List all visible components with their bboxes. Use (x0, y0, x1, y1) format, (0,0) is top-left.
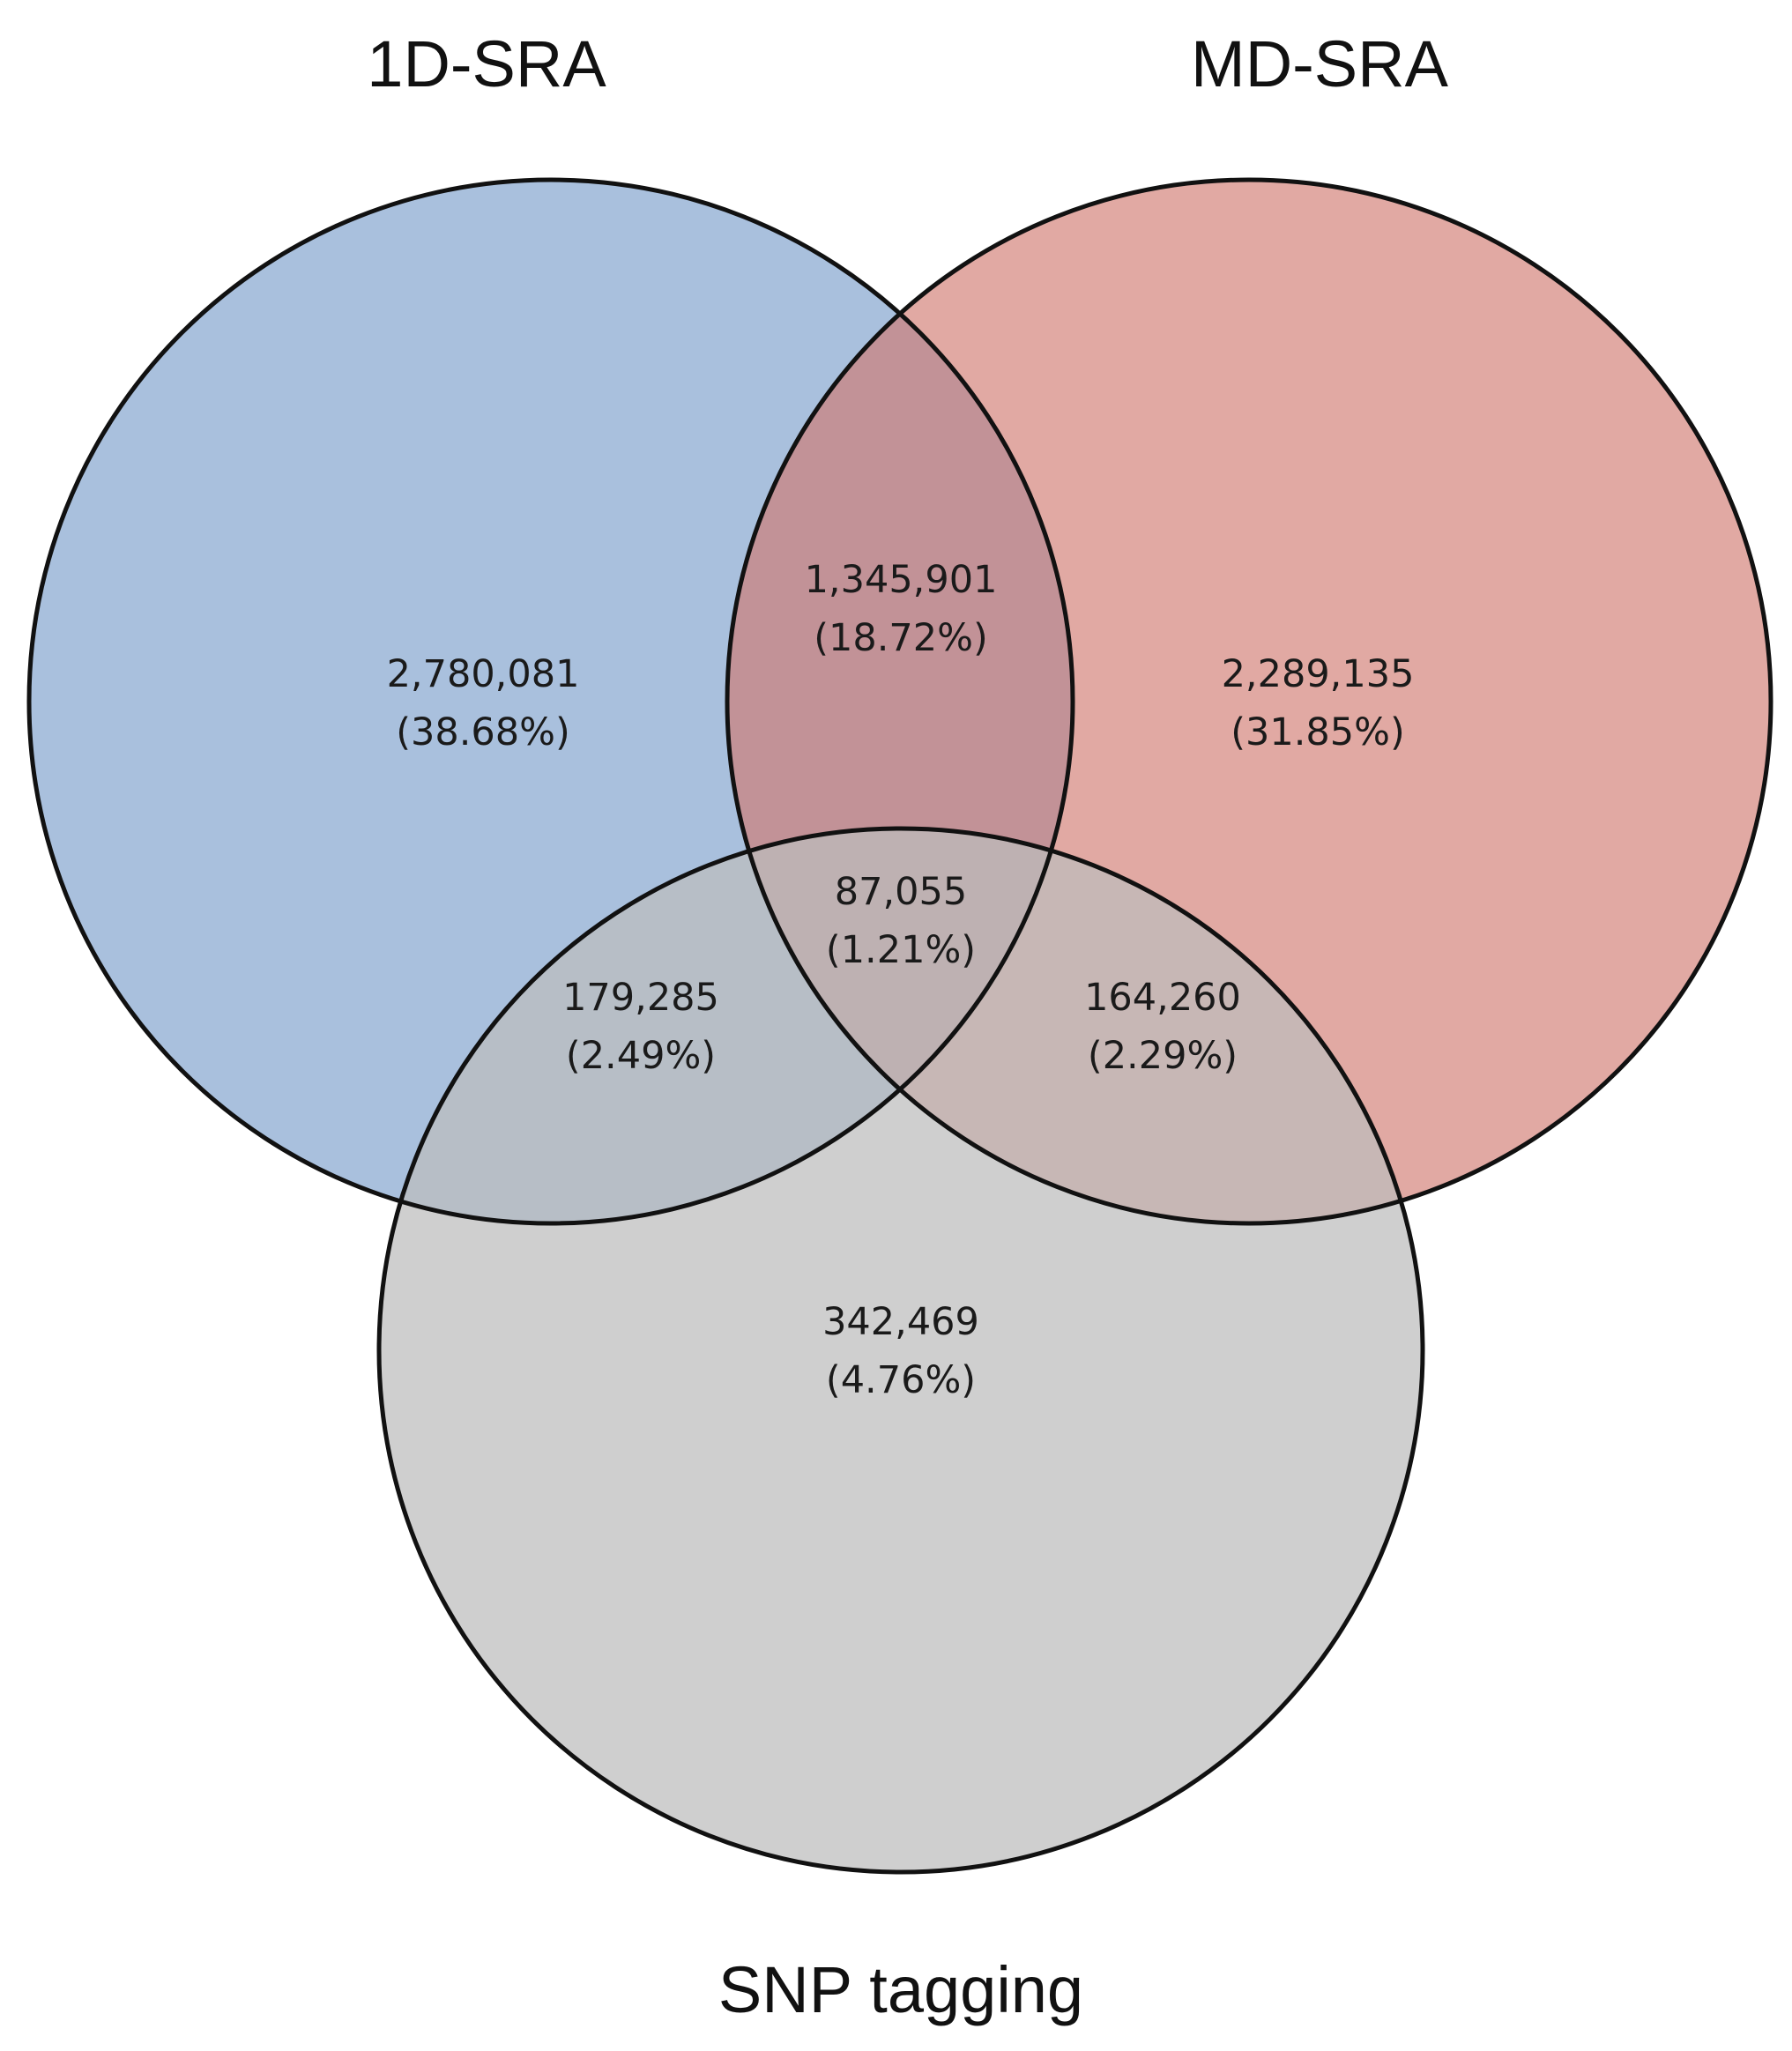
region-count: 2,289,135 (1222, 652, 1415, 696)
region-all-overlap: 87,055 (1.21%) (826, 870, 976, 972)
region-1d-snp-overlap: 179,285 (2.49%) (562, 976, 719, 1078)
region-count: 179,285 (562, 976, 719, 1020)
circle-outlines (26, 177, 1773, 1875)
region-count: 164,260 (1084, 976, 1241, 1020)
circle-fills (29, 180, 1771, 1872)
region-md-sra-only: 2,289,135 (31.85%) (1222, 652, 1415, 754)
set-snp-tagging-outline (376, 826, 1425, 1875)
region-count: 342,469 (822, 1300, 979, 1344)
set-label-1d-sra: 1D-SRA (367, 27, 606, 100)
region-md-snp-overlap: 164,260 (2.29%) (1084, 976, 1241, 1078)
region-count: 2,780,081 (387, 652, 580, 696)
set-snp-tagging-circle (379, 829, 1423, 1872)
region-percent: (4.76%) (826, 1358, 976, 1402)
region-1d-md-overlap: 1,345,901 (18.72%) (805, 558, 998, 660)
region-percent: (18.72%) (814, 616, 988, 660)
region-1d-sra-only: 2,780,081 (38.68%) (387, 652, 580, 754)
set-1d-sra-outline (26, 177, 1075, 1226)
set-label-md-sra: MD-SRA (1191, 27, 1449, 100)
region-percent: (31.85%) (1231, 710, 1405, 754)
set-md-sra-outline (725, 177, 1773, 1226)
region-percent: (2.49%) (566, 1034, 716, 1078)
region-snp-tagging-only: 342,469 (4.76%) (822, 1300, 979, 1402)
region-count: 1,345,901 (805, 558, 998, 602)
set-label-snp-tagging: SNP tagging (718, 1953, 1083, 2026)
region-percent: (1.21%) (826, 928, 976, 972)
region-count: 87,055 (835, 870, 967, 914)
region-percent: (38.68%) (396, 710, 570, 754)
region-percent: (2.29%) (1088, 1034, 1238, 1078)
